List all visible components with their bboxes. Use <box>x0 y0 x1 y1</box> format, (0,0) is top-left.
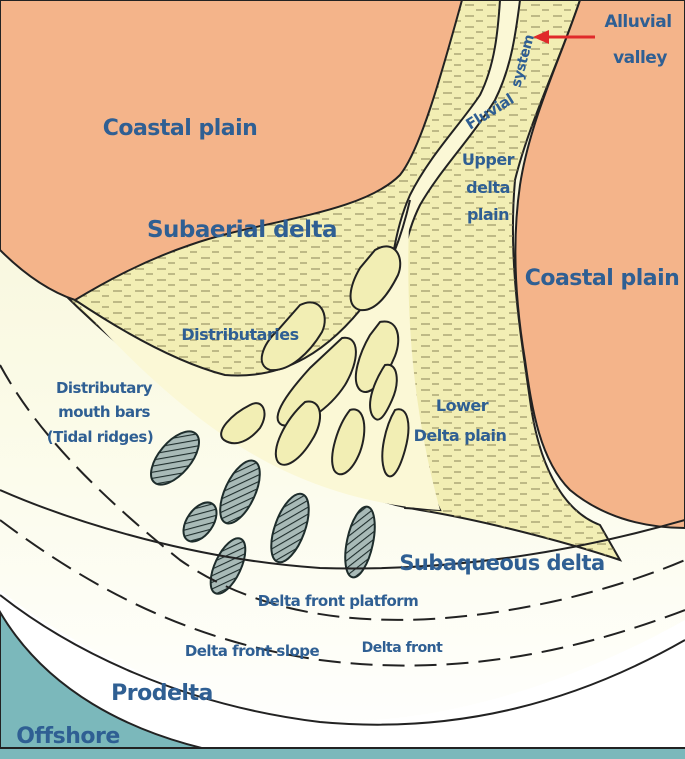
label-upper-2: delta <box>466 178 510 197</box>
island <box>220 402 266 445</box>
mouth-bar <box>182 501 218 543</box>
mouth-bar <box>150 430 200 486</box>
label-prodelta: Prodelta <box>111 681 213 706</box>
delta-front-line <box>0 489 685 570</box>
label-upper-3: plain <box>467 205 509 224</box>
alluvial-arrow <box>533 30 595 44</box>
delta-plain-pattern <box>60 0 620 560</box>
mouth-bar <box>270 492 310 564</box>
mouth-bar <box>209 537 247 595</box>
island <box>381 408 410 478</box>
dashed-line-inner <box>0 364 685 621</box>
island <box>369 363 398 421</box>
mouth-bars <box>150 430 376 595</box>
label-distributaries: Distributaries <box>181 325 298 344</box>
dashed-line-outer <box>0 519 685 667</box>
label-mouth-bars-3: (Tidal ridges) <box>47 428 153 446</box>
island <box>349 245 402 312</box>
label-offshore: Offshore <box>16 724 120 749</box>
label-coastal-plain-right: Coastal plain <box>525 266 680 291</box>
label-delta-front-slope: Delta front slope <box>185 642 320 660</box>
label-delta-front-platform: Delta front platform <box>258 592 419 610</box>
label-subaqueous-delta: Subaqueous delta <box>399 551 604 575</box>
label-lower-1: Lower <box>436 396 489 415</box>
island <box>260 301 326 372</box>
prodelta-zone <box>0 590 685 759</box>
island <box>331 408 366 476</box>
island <box>274 400 321 466</box>
prodelta-boundary <box>0 594 685 726</box>
label-alluvial-2: valley <box>613 48 667 68</box>
offshore-bottom <box>0 748 685 759</box>
label-lower-2: Delta plain <box>414 426 507 445</box>
label-subaerial-delta: Subaerial delta <box>147 217 337 243</box>
mouth-bar <box>219 459 261 525</box>
distributary-islands <box>220 245 410 478</box>
mouth-bar <box>344 505 376 579</box>
label-coastal-plain-left: Coastal plain <box>103 116 258 141</box>
coastal-plain-right <box>514 0 685 530</box>
coastal-plain-left <box>0 0 464 302</box>
label-mouth-bars-2: mouth bars <box>58 403 150 421</box>
label-alluvial-1: Alluvial <box>604 12 671 32</box>
label-mouth-bars-1: Distributary <box>56 379 153 397</box>
label-upper-1: Upper <box>462 150 515 169</box>
label-delta-front: Delta front <box>362 640 444 656</box>
